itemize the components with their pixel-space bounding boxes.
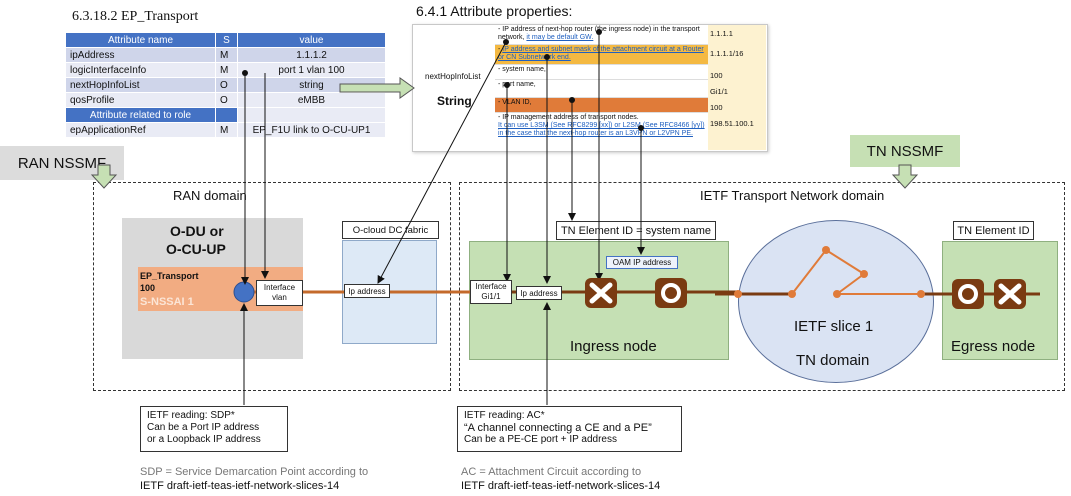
attribute-properties-panel: nextHopInfoList String - IP address of n…	[412, 24, 768, 152]
ep-transport-value: 100	[140, 283, 156, 293]
cell-name: nextHopInfoList	[65, 77, 216, 93]
props-row-value: 1.1.1.1	[710, 29, 733, 38]
odu-title-2: O-CU-UP	[166, 241, 226, 257]
cell-s: M	[215, 62, 238, 78]
egress-tn-element-id: TN Element ID	[953, 221, 1034, 240]
cell-name: epApplicationRef	[65, 122, 216, 138]
props-row-value: Gi1/1	[710, 87, 728, 96]
cell-value: 1.1.1.2	[237, 47, 386, 63]
props-row-text: - port name,	[498, 81, 536, 88]
ingress-node-label: Ingress node	[570, 338, 657, 355]
header-attribute-name: Attribute name	[65, 32, 216, 48]
cell-name: qosProfile	[65, 92, 216, 108]
ran-domain-box	[93, 182, 451, 391]
ocloud-ip-box: Ip address	[344, 284, 390, 298]
role-row-empty-s	[215, 107, 238, 123]
tn-element-id-box: TN Element ID = system name	[556, 221, 716, 240]
header-s: S	[215, 32, 238, 48]
table-row: logicInterfaceInfo M port 1 vlan 100	[65, 62, 386, 78]
attribute-table: Attribute name S value ipAddress M 1.1.1…	[65, 32, 386, 138]
ietf-domain-label: IETF Transport Network domain	[700, 188, 885, 203]
ep-transport-label: EP_Transport	[140, 271, 199, 281]
sdp-callout-l1: IETF reading: SDP*	[147, 410, 235, 421]
ingress-ip-box: Ip address	[516, 286, 562, 300]
sdp-note-2: IETF draft-ietf-teas-ietf-network-slices…	[140, 480, 340, 492]
ocloud-title: O-cloud DC fabric	[342, 221, 439, 239]
cell-name: ipAddress	[65, 47, 216, 63]
tn-domain-label: TN domain	[796, 352, 870, 369]
table-role-row: Attribute related to role	[65, 107, 386, 123]
cell-s: O	[215, 77, 238, 93]
props-row-value: 198.51.100.1	[710, 119, 754, 128]
role-row-label: Attribute related to role	[65, 107, 216, 123]
table-header: Attribute name S value	[65, 32, 386, 48]
sdp-callout: IETF reading: SDP* Can be a Port IP addr…	[140, 406, 288, 452]
props-row: - system name,	[495, 65, 708, 80]
ac-note-2: IETF draft-ietf-teas-ietf-network-slices…	[461, 480, 661, 492]
props-row: - IP address of next-hop router (the ing…	[495, 25, 708, 45]
ingress-interface-l2: Gi1/1	[481, 292, 501, 301]
props-value-column	[708, 25, 766, 150]
ac-callout-l1: IETF reading: AC*	[464, 410, 545, 421]
header-value: value	[237, 32, 386, 48]
cell-s: M	[215, 47, 238, 63]
ietf-domain-box	[459, 182, 1065, 391]
ran-nssmf-label: RAN NSSMF	[0, 146, 124, 180]
table-row: ipAddress M 1.1.1.2	[65, 47, 386, 63]
ac-callout: IETF reading: AC* “A channel connecting …	[457, 406, 682, 452]
props-row: - port name,	[495, 80, 708, 98]
props-label-type: String	[437, 94, 472, 108]
props-label-top: nextHopInfoList	[425, 72, 481, 81]
sdp-callout-l3: or a Loopback IP address	[147, 434, 261, 445]
snssai-label: S-NSSAI 1	[140, 296, 194, 308]
ietf-slice-ellipse	[738, 220, 934, 383]
props-row-value: 100	[710, 103, 723, 112]
table-row: epApplicationRef M EP_F1U link to O-CU-U…	[65, 122, 386, 138]
props-row-value: 100	[710, 71, 723, 80]
props-row: - VLAN ID,	[495, 98, 708, 113]
props-row: - IP management address of transport nod…	[495, 113, 708, 150]
props-row-text: - IP management address of transport nod…	[498, 114, 639, 121]
sdp-callout-l2: Can be a Port IP address	[147, 422, 260, 433]
ac-callout-l3: Can be a PE-CE port + IP address	[464, 434, 617, 445]
cell-value: port 1 vlan 100	[237, 62, 386, 78]
interface-vlan-l2: vlan	[272, 293, 287, 302]
props-row-text: - VLAN ID,	[498, 99, 532, 106]
oam-ip-box: OAM IP address	[606, 256, 678, 269]
transport-title: 6.3.18.2 EP_Transport	[72, 9, 199, 24]
ingress-interface-l1: Interface	[475, 282, 507, 291]
ran-domain-label: RAN domain	[173, 188, 247, 203]
props-row-link[interactable]: IP address and subnet mask of the attach…	[498, 46, 704, 61]
ac-callout-l2: “A channel connecting a CE and a PE”	[464, 422, 652, 434]
props-row-link[interactable]: It can use L3SM (See RFC8299 [xx]) or L2…	[498, 122, 705, 137]
sdp-note-1: SDP = Service Demarcation Point accordin…	[140, 466, 369, 478]
slice-name: IETF slice 1	[794, 318, 874, 335]
props-row-link[interactable]: it may be default GW.	[526, 34, 594, 41]
props-title: 6.4.1 Attribute properties:	[416, 3, 573, 19]
cell-s: M	[215, 122, 238, 138]
table-row: nextHopInfoList O string	[65, 77, 386, 93]
cell-value: EP_F1U link to O-CU-UP1	[237, 122, 386, 138]
odu-title-1: O-DU or	[170, 223, 224, 239]
ac-note-1: AC = Attachment Circuit according to	[461, 466, 642, 478]
egress-node-label: Egress node	[951, 338, 1036, 355]
tn-nssmf-label: TN NSSMF	[850, 135, 960, 167]
cell-name: logicInterfaceInfo	[65, 62, 216, 78]
cell-value: string	[237, 77, 386, 93]
table-row: qosProfile O eMBB	[65, 92, 386, 108]
props-row-text: - system name,	[498, 66, 546, 73]
interface-vlan-l1: Interface	[263, 283, 296, 292]
cell-s: O	[215, 92, 238, 108]
props-row: - IP address and subnet mask of the atta…	[495, 45, 708, 65]
props-row-value: 1.1.1.1/16	[710, 49, 744, 58]
role-row-empty-value	[237, 107, 386, 123]
cell-value: eMBB	[237, 92, 386, 108]
